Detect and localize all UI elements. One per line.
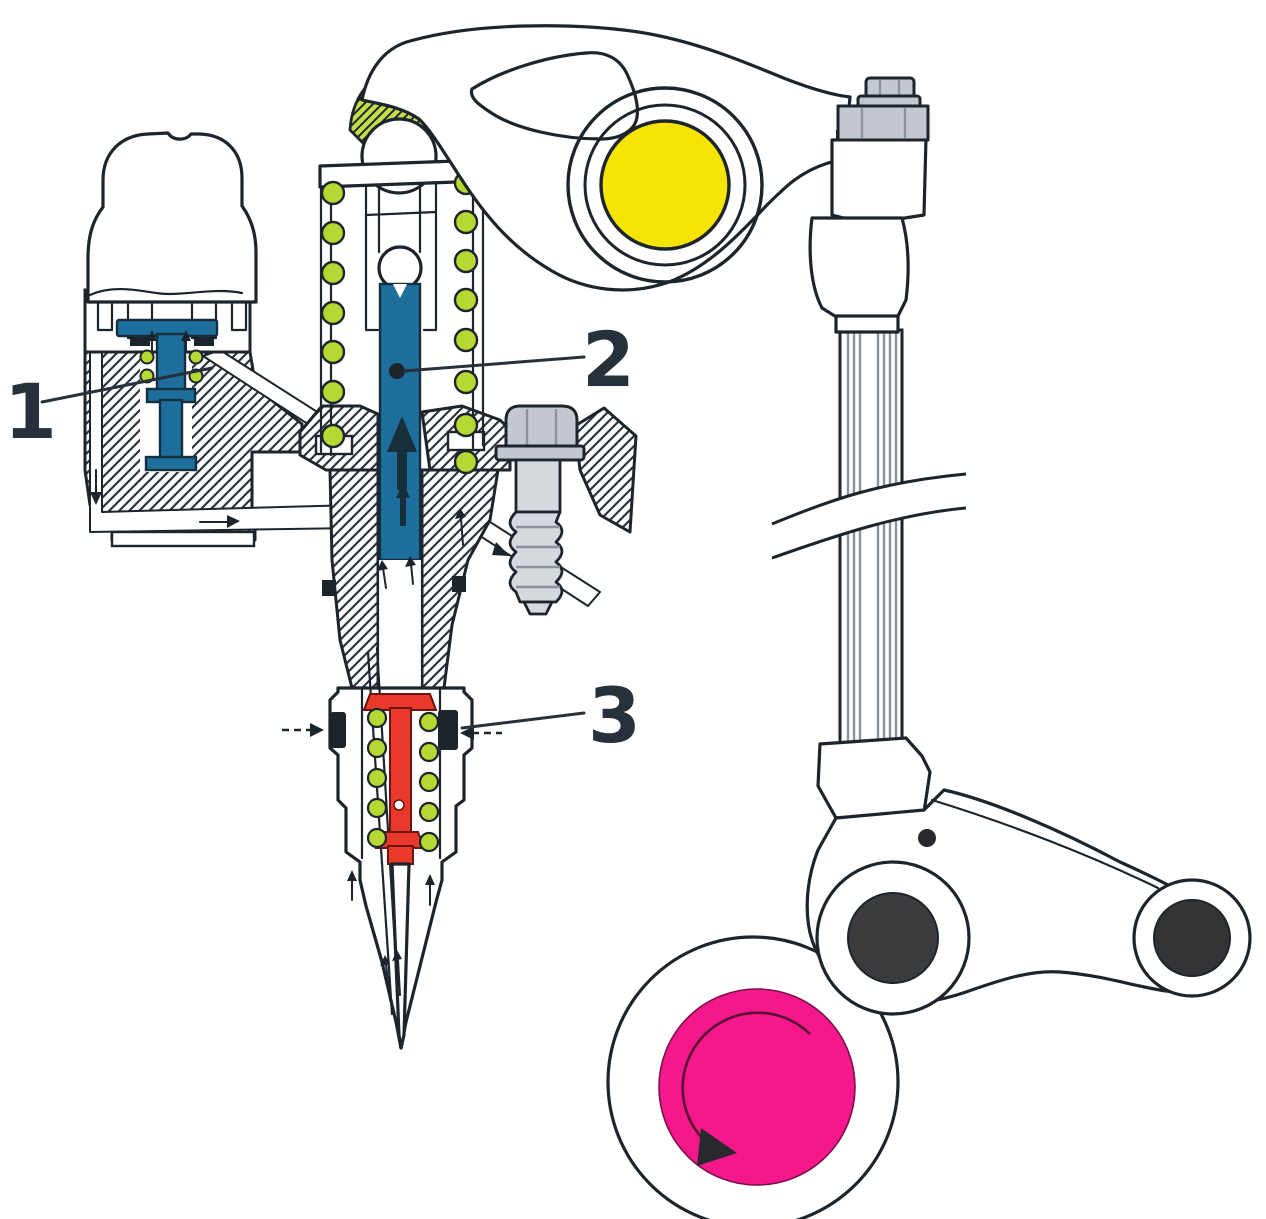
lever-pin (918, 829, 936, 847)
cam-rotation-arrowhead (697, 1128, 737, 1166)
rocker-boss-outer (566, 86, 764, 284)
cam-follower-lever (805, 736, 1252, 1016)
adjusting-screw (808, 76, 930, 334)
camshaft (606, 935, 900, 1219)
needle-tip (390, 862, 411, 1050)
dome-parting-line (88, 287, 244, 297)
solenoid-dome (86, 131, 258, 304)
valve-spring-coils (139, 349, 204, 384)
rocker-shaft-bore (599, 119, 731, 251)
nozzle-spring-coils (366, 707, 440, 853)
lever-pivot (1153, 899, 1231, 977)
bolt-threads (508, 510, 564, 604)
cam-lobe-core (658, 988, 856, 1186)
pushrod-break-line-bottom (771, 506, 967, 560)
pushrod-break-line-top (771, 472, 967, 526)
cam-rotation-arrow (681, 1011, 811, 1154)
nozzle-seal-right (438, 710, 458, 750)
callout-2-leader (402, 355, 586, 373)
rocker-arm (360, 24, 930, 334)
callout-1-leader (40, 366, 214, 404)
pushrod-ball-socket (808, 216, 910, 320)
pushrod-socket (816, 736, 932, 820)
callouts: 1 2 3 (4, 315, 641, 760)
screw-clevis (830, 136, 928, 223)
callout-2-anchor (389, 363, 405, 379)
solenoid-poppet-valve (115, 318, 219, 472)
pushrod-break-band (772, 474, 966, 558)
callout-3-leader (460, 711, 586, 730)
injector-assembly (298, 60, 638, 690)
screw-locknut (836, 104, 930, 142)
hold-down-bolt (494, 404, 586, 616)
lever-link-edge (930, 798, 1160, 890)
injector-nozzle (282, 646, 502, 1050)
plunger-motion-arrow (387, 416, 417, 526)
callout-2-label: 2 (582, 315, 635, 404)
pushrod-cap (834, 314, 900, 334)
cam-roller (847, 892, 939, 984)
return-spring-coils (320, 170, 479, 475)
callout-1-label: 1 (4, 367, 57, 456)
plunger-ball-joint (377, 245, 423, 291)
callout-3-label: 3 (588, 671, 641, 760)
pushrod (771, 328, 967, 760)
flange-right-wing (573, 406, 638, 534)
rocker-boss-inner (583, 103, 747, 267)
solenoid-foot (110, 530, 256, 548)
body-left (328, 468, 380, 690)
nozzle-seal-left (330, 712, 346, 748)
